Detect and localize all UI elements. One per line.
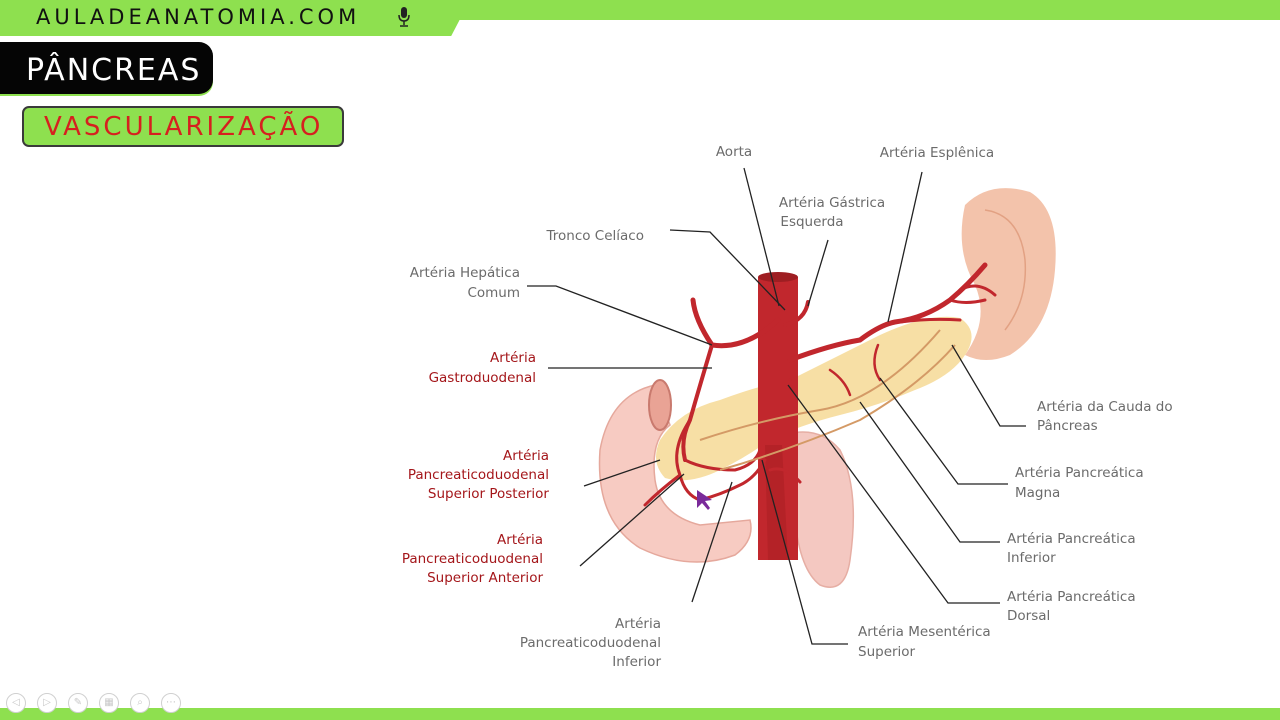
label-aorta: Aorta bbox=[716, 144, 752, 160]
label-cauda-1: Artéria da Cauda do bbox=[1037, 399, 1173, 415]
site-banner bbox=[0, 0, 470, 36]
prev-icon[interactable]: ◁ bbox=[6, 693, 26, 713]
label-gastrica-1: Artéria Gástrica bbox=[779, 195, 885, 211]
more-icon[interactable]: ⋯ bbox=[161, 693, 181, 713]
label-mesenterica-2: Superior bbox=[858, 644, 916, 660]
label-pdsp-1: Artéria bbox=[503, 448, 549, 464]
label-tronco: Tronco Celíaco bbox=[546, 228, 645, 244]
spleen bbox=[961, 188, 1056, 360]
label-pdi-2: Pancreaticoduodenal bbox=[520, 635, 661, 651]
label-gastrica-2: Esquerda bbox=[780, 214, 843, 230]
label-pdi-3: Inferior bbox=[612, 654, 661, 670]
cursor-icon bbox=[697, 490, 712, 510]
subtitle-box: VASCULARIZAÇÃO bbox=[22, 106, 344, 147]
page-title: PÂNCREAS bbox=[26, 53, 202, 88]
next-icon[interactable]: ▷ bbox=[37, 693, 57, 713]
label-cauda-2: Pâncreas bbox=[1037, 418, 1098, 434]
duodenum bbox=[598, 384, 752, 563]
zoom-icon[interactable]: ⌕ bbox=[130, 693, 150, 713]
pancreas bbox=[656, 316, 972, 481]
page-subtitle: VASCULARIZAÇÃO bbox=[44, 112, 324, 142]
label-hepatica-2: Comum bbox=[467, 285, 520, 301]
bottom-accent-bar bbox=[0, 708, 1280, 720]
label-magna-2: Magna bbox=[1015, 485, 1060, 501]
label-pdsp-3: Superior Posterior bbox=[428, 486, 550, 502]
title-box: PÂNCREAS bbox=[0, 42, 213, 94]
pancreatic-inner-arteries bbox=[699, 329, 956, 471]
label-pdi-1: Artéria bbox=[615, 616, 661, 632]
label-mesenterica-1: Artéria Mesentérica bbox=[858, 624, 991, 640]
artery-network bbox=[643, 262, 997, 507]
slides-icon[interactable]: ▦ bbox=[99, 693, 119, 713]
label-pdsa-1: Artéria bbox=[497, 532, 543, 548]
label-dorsal-1: Artéria Pancreática bbox=[1007, 589, 1136, 605]
pen-icon[interactable]: ✎ bbox=[68, 693, 88, 713]
label-inferior-1: Artéria Pancreática bbox=[1007, 531, 1136, 547]
label-hepatica-1: Artéria Hepática bbox=[410, 265, 520, 281]
label-pdsa-3: Superior Anterior bbox=[427, 570, 543, 586]
microphone-icon bbox=[398, 7, 410, 27]
leader-lines bbox=[527, 167, 1026, 645]
label-esplenica: Artéria Esplênica bbox=[880, 145, 994, 161]
label-gastroduodenal-2: Gastroduodenal bbox=[429, 370, 536, 386]
label-pdsa-2: Pancreaticoduodenal bbox=[402, 551, 543, 567]
label-magna-1: Artéria Pancreática bbox=[1015, 465, 1144, 481]
label-gastroduodenal-1: Artéria bbox=[490, 350, 536, 366]
site-name: AULADEANATOMIA.COM bbox=[36, 5, 361, 29]
label-pdsp-2: Pancreaticoduodenal bbox=[408, 467, 549, 483]
label-dorsal-2: Dorsal bbox=[1007, 608, 1050, 624]
label-inferior-2: Inferior bbox=[1007, 550, 1056, 566]
